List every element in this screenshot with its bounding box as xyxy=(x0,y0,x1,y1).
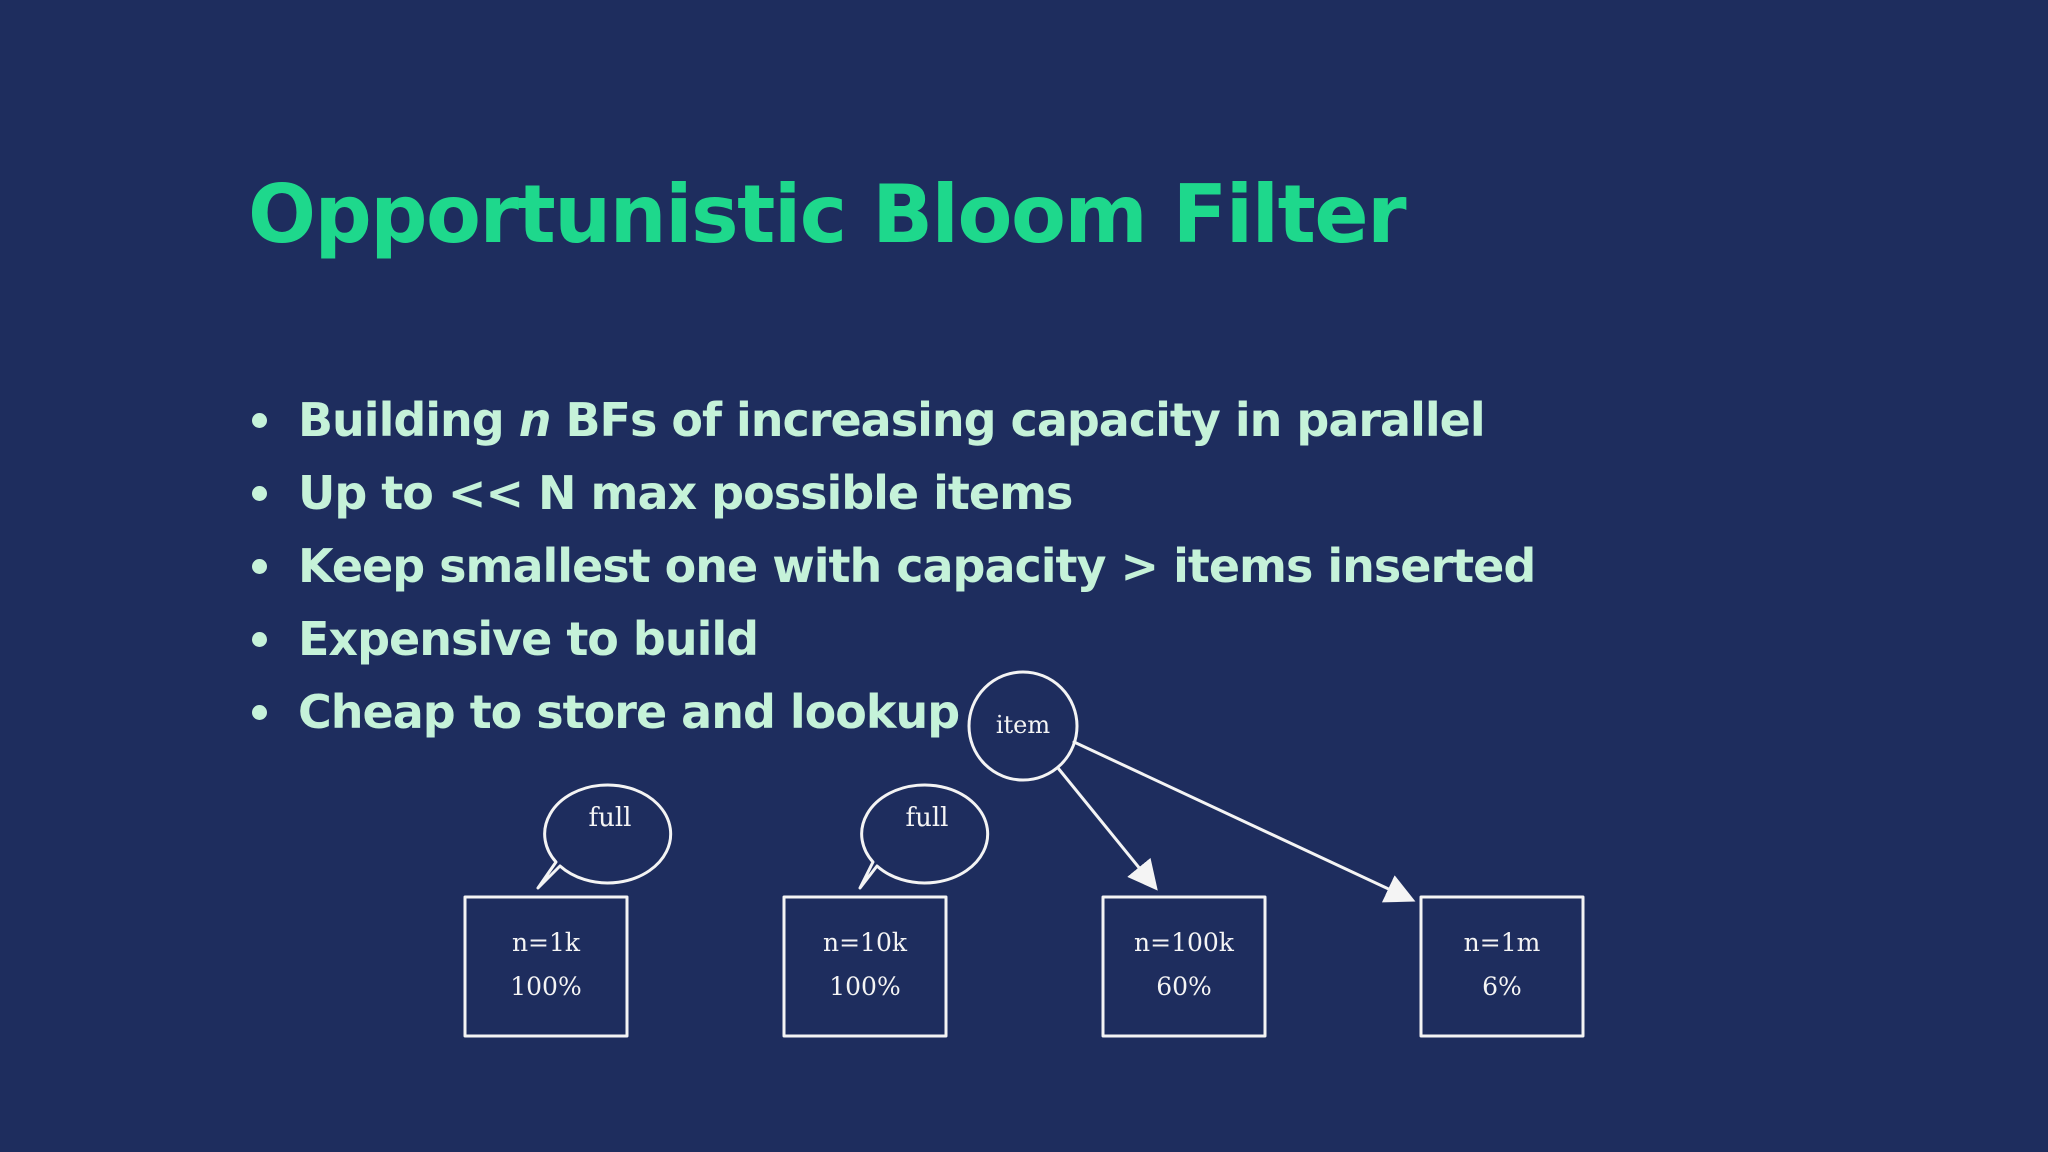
bullet-item: Keep smallest one with capacity > items … xyxy=(248,530,1536,603)
bullet-dot xyxy=(252,413,267,428)
bullet-text: Up to << N max possible items xyxy=(298,466,1073,520)
bullet-text-end: BFs of increasing capacity in parallel xyxy=(550,393,1485,447)
filter-box-10k xyxy=(782,895,948,1038)
speech-text-1k: full xyxy=(589,803,632,833)
filter-capacity-1m: n=1m xyxy=(1464,928,1541,957)
item-label: item xyxy=(996,711,1051,739)
speech-bubble-10k xyxy=(858,783,990,890)
filter-capacity-1k: n=1k xyxy=(512,928,581,957)
bullet-emphasis: n xyxy=(518,393,552,447)
filter-box-1k xyxy=(463,895,629,1038)
bullet-dot xyxy=(252,559,267,574)
filter-fill-1k: 100% xyxy=(510,972,581,1001)
bullet-item: Building n BFs of increasing capacity in… xyxy=(248,384,1535,457)
bullet-dot xyxy=(252,705,267,720)
bullet-text: Keep smallest one with capacity > items … xyxy=(298,539,1536,593)
bullet-item: Cheap to store and lookup xyxy=(248,676,1535,749)
speech-text-10k: full xyxy=(906,803,949,833)
filter-fill-100k: 60% xyxy=(1156,972,1212,1001)
bullet-text: Expensive to build xyxy=(298,612,759,666)
bullet-text: Building xyxy=(298,393,519,447)
arrow-to-filter-1m xyxy=(1072,740,1416,903)
bullet-dot xyxy=(252,486,267,501)
slide-title: Opportunistic Bloom Filter xyxy=(248,168,1407,261)
item-node xyxy=(967,670,1079,782)
arrow-to-filter-100k xyxy=(1056,766,1158,891)
filter-box-100k xyxy=(1101,895,1267,1038)
bullet-dot xyxy=(252,632,267,647)
bullet-text: Cheap to store and lookup xyxy=(298,685,960,739)
filter-capacity-100k: n=100k xyxy=(1134,928,1235,957)
filter-fill-10k: 100% xyxy=(829,972,900,1001)
bullet-item: Up to << N max possible items xyxy=(248,457,1535,530)
filter-fill-1m: 6% xyxy=(1482,972,1522,1001)
bullet-item: Expensive to build xyxy=(248,603,1535,676)
bullet-list: Building n BFs of increasing capacity in… xyxy=(248,384,1536,749)
speech-bubble-1k xyxy=(536,783,673,890)
filter-box-1m xyxy=(1419,895,1585,1038)
filter-capacity-10k: n=10k xyxy=(823,928,908,957)
